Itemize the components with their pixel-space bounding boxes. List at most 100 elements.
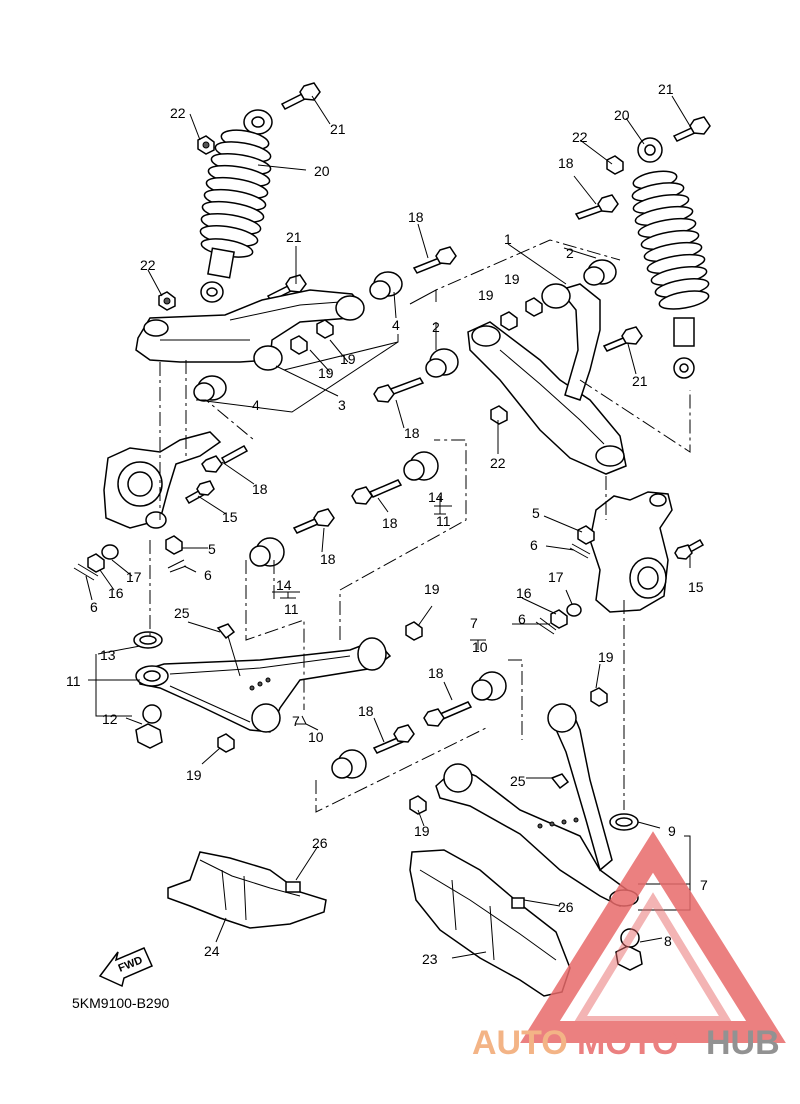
callout-25: 25 [510,773,526,789]
callout-11: 11 [66,673,81,689]
callout-22: 22 [140,257,156,273]
left-shock-nut-top [197,135,215,155]
callout-8: 8 [664,933,672,949]
leader-lines [85,95,691,959]
left-lower-arm-bushings [249,451,439,779]
callout-18: 18 [408,209,424,225]
callout-numbers: 1 2 2 3 4 4 5 5 6 6 6 6 7 7 7 8 9 10 10 … [66,81,708,967]
callout-18: 18 [358,703,374,719]
left-shock-bolt-top [280,82,321,110]
callout-24: 24 [204,943,220,959]
automotohub-watermark: AUTO MOTO HUB [472,831,786,1062]
callout-19: 19 [504,271,520,287]
callout-11: 11 [436,513,451,529]
callout-20: 20 [614,107,630,123]
right-upper-arm-nuts [490,297,543,425]
callout-22: 22 [490,455,506,471]
left-ball-joint-and-clip [133,631,163,749]
callout-6: 6 [90,599,98,615]
callout-5: 5 [532,505,540,521]
callout-6: 6 [518,611,526,627]
callout-18: 18 [428,665,444,681]
callout-25: 25 [174,605,190,621]
callout-16: 16 [516,585,532,601]
right-shock-absorber [631,137,710,379]
callout-13: 13 [100,647,116,663]
right-shock-nut [606,155,624,175]
watermark-auto: AUTO [472,1024,568,1062]
fwd-arrow-icon: FWD [98,947,153,988]
callout-18: 18 [320,551,336,567]
callout-6: 6 [204,567,212,583]
callout-2: 2 [432,319,440,335]
callout-20: 20 [314,163,330,179]
callout-21: 21 [658,81,674,97]
callout-23: 23 [422,951,438,967]
callout-21: 21 [330,121,346,137]
watermark-triangle-logo [520,831,786,1043]
left-upper-arm-bolt [412,246,457,274]
callout-10: 10 [472,639,488,655]
callout-19: 19 [318,365,334,381]
callout-11: 11 [284,601,299,617]
callout-22: 22 [572,129,588,145]
callout-19: 19 [598,649,614,665]
callout-22: 22 [170,105,186,121]
callout-19: 19 [340,351,356,367]
watermark-hub: HUB [706,1024,780,1062]
right-lower-arm-holes [537,817,579,829]
callout-14: 14 [428,489,444,505]
callout-17: 17 [126,569,142,585]
right-upper-arm [467,283,627,475]
right-lower-arm-hardware [409,687,608,815]
right-upper-arm-bolts [373,194,619,403]
callout-4: 4 [252,397,260,413]
callout-16: 16 [108,585,124,601]
left-steering-knuckle [103,431,222,529]
right-upper-arm-bushings [425,259,617,378]
left-lower-arm-nuts [216,621,423,753]
watermark-moto: MOTO [577,1024,678,1062]
callout-19: 19 [186,767,202,783]
callout-15: 15 [222,509,238,525]
left-shock-absorber [199,109,273,303]
callout-18: 18 [382,515,398,531]
callout-18: 18 [558,155,574,171]
callout-15: 15 [688,579,704,595]
callout-1: 1 [504,231,512,247]
callout-19: 19 [414,823,430,839]
callout-18: 18 [404,425,420,441]
right-lower-arm [435,703,632,907]
callout-5: 5 [208,541,216,557]
callout-3: 3 [338,397,346,413]
right-shock-bolts [602,116,711,352]
left-lower-arm-holes [249,677,271,691]
left-lower-arm-bolts [292,479,415,754]
left-knuckle-hardware [73,444,249,581]
callout-17: 17 [548,569,564,585]
callout-21: 21 [286,229,302,245]
callout-26: 26 [558,899,574,915]
right-lower-arm-bushings [471,671,507,701]
callout-14: 14 [276,577,292,593]
left-shock-nut-bottom [158,291,176,311]
callout-7: 7 [700,877,708,893]
callout-7: 7 [470,615,478,631]
right-steering-knuckle [589,491,673,613]
callout-19: 19 [478,287,494,303]
callout-2: 2 [566,245,574,261]
callout-18: 18 [252,481,268,497]
left-guard [167,851,327,929]
callout-7: 7 [292,713,300,729]
diagram-code: 5KM9100-B290 [72,995,170,1011]
left-upper-arm-nuts [290,319,334,355]
callout-12: 12 [102,711,118,727]
callout-6: 6 [530,537,538,553]
left-lower-arm [135,637,392,733]
callout-10: 10 [308,729,324,745]
callout-26: 26 [312,835,328,851]
callout-9: 9 [668,823,676,839]
callout-21: 21 [632,373,648,389]
right-guard [409,849,571,997]
